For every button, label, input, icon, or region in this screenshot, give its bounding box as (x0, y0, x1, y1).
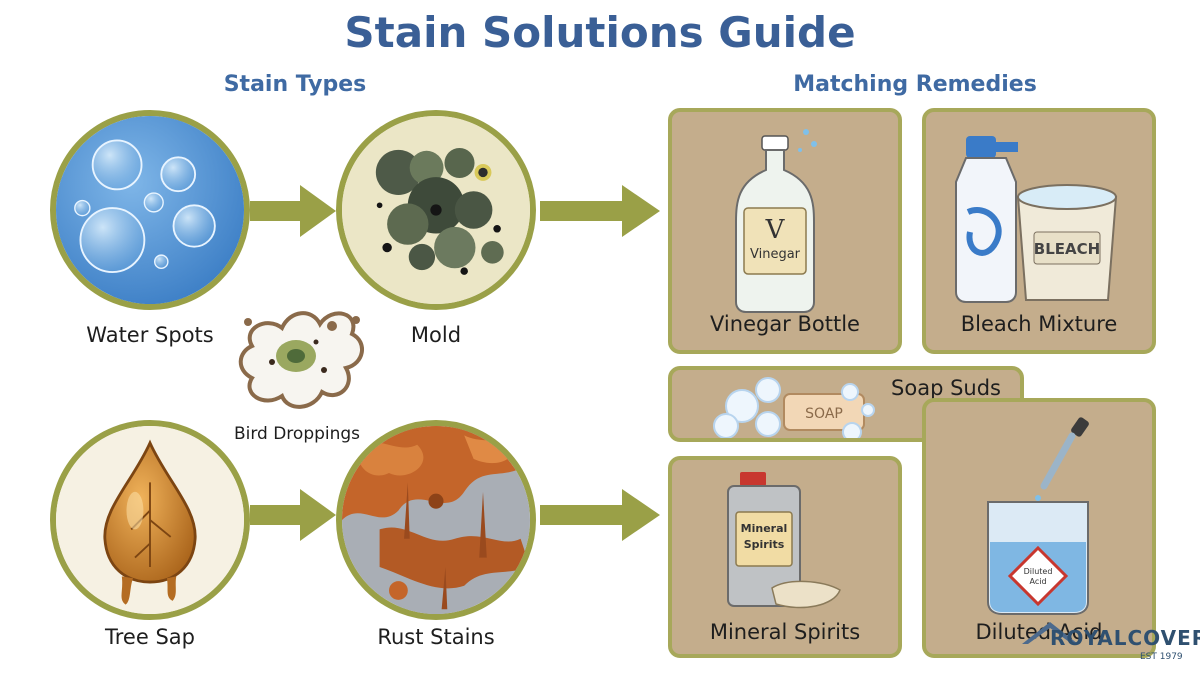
soap-bar-text: SOAP (805, 406, 843, 422)
remedies-heading: Matching Remedies (793, 72, 1037, 97)
mold-illustration (336, 110, 536, 310)
water-spots-illustration (50, 110, 250, 310)
tree-sap-label: Tree Sap (105, 625, 195, 649)
royalcovers-logo: ROYALCOVERS EST 1979 (1020, 618, 1200, 672)
rust-stains-illustration (336, 420, 536, 620)
water-spots-label: Water Spots (86, 323, 214, 347)
soap-label: Soap Suds (891, 376, 1001, 400)
arrow-water-to-mold (250, 183, 340, 239)
arrow-rust-to-remedies (540, 487, 662, 543)
bleach-bucket-text: BLEACH (1034, 240, 1100, 258)
mineral-spirits-label: Mineral Spirits (709, 620, 861, 644)
logo-sub: EST 1979 (1140, 652, 1183, 662)
logo-brand: ROYALCOVERS (1050, 626, 1200, 650)
arrow-mold-to-remedies (540, 183, 662, 239)
acid-beaker-text-2: Acid (1029, 577, 1046, 586)
bleach-card: BLEACH Bleach Mixture (922, 108, 1156, 354)
mold-label: Mold (410, 323, 462, 347)
tree-sap-illustration (50, 420, 250, 620)
mineral-spirits-card: Mineral Spirits Mineral Spirits (668, 456, 902, 658)
page-title: Stain Solutions Guide (344, 8, 856, 57)
rust-stains-label: Rust Stains (377, 625, 495, 649)
stain-types-heading: Stain Types (223, 72, 367, 97)
vinegar-bottle-text: Vinegar (750, 247, 801, 262)
vinegar-card: V Vinegar Vinegar Bottle (668, 108, 902, 354)
vinegar-bottle-letter: V (765, 215, 786, 245)
diluted-acid-card: Diluted Acid Diluted Acid (922, 398, 1156, 658)
bird-droppings-label: Bird Droppings (233, 424, 361, 444)
roof-icon (1022, 622, 1078, 644)
vinegar-label: Vinegar Bottle (710, 312, 860, 336)
mineral-can-text-2: Spirits (744, 538, 785, 551)
bird-droppings-illustration (232, 298, 368, 418)
acid-beaker-text-1: Diluted (1024, 567, 1053, 576)
bleach-label: Bleach Mixture (960, 312, 1118, 336)
mineral-can-text-1: Mineral (741, 522, 788, 535)
arrow-sap-to-rust (250, 487, 340, 543)
